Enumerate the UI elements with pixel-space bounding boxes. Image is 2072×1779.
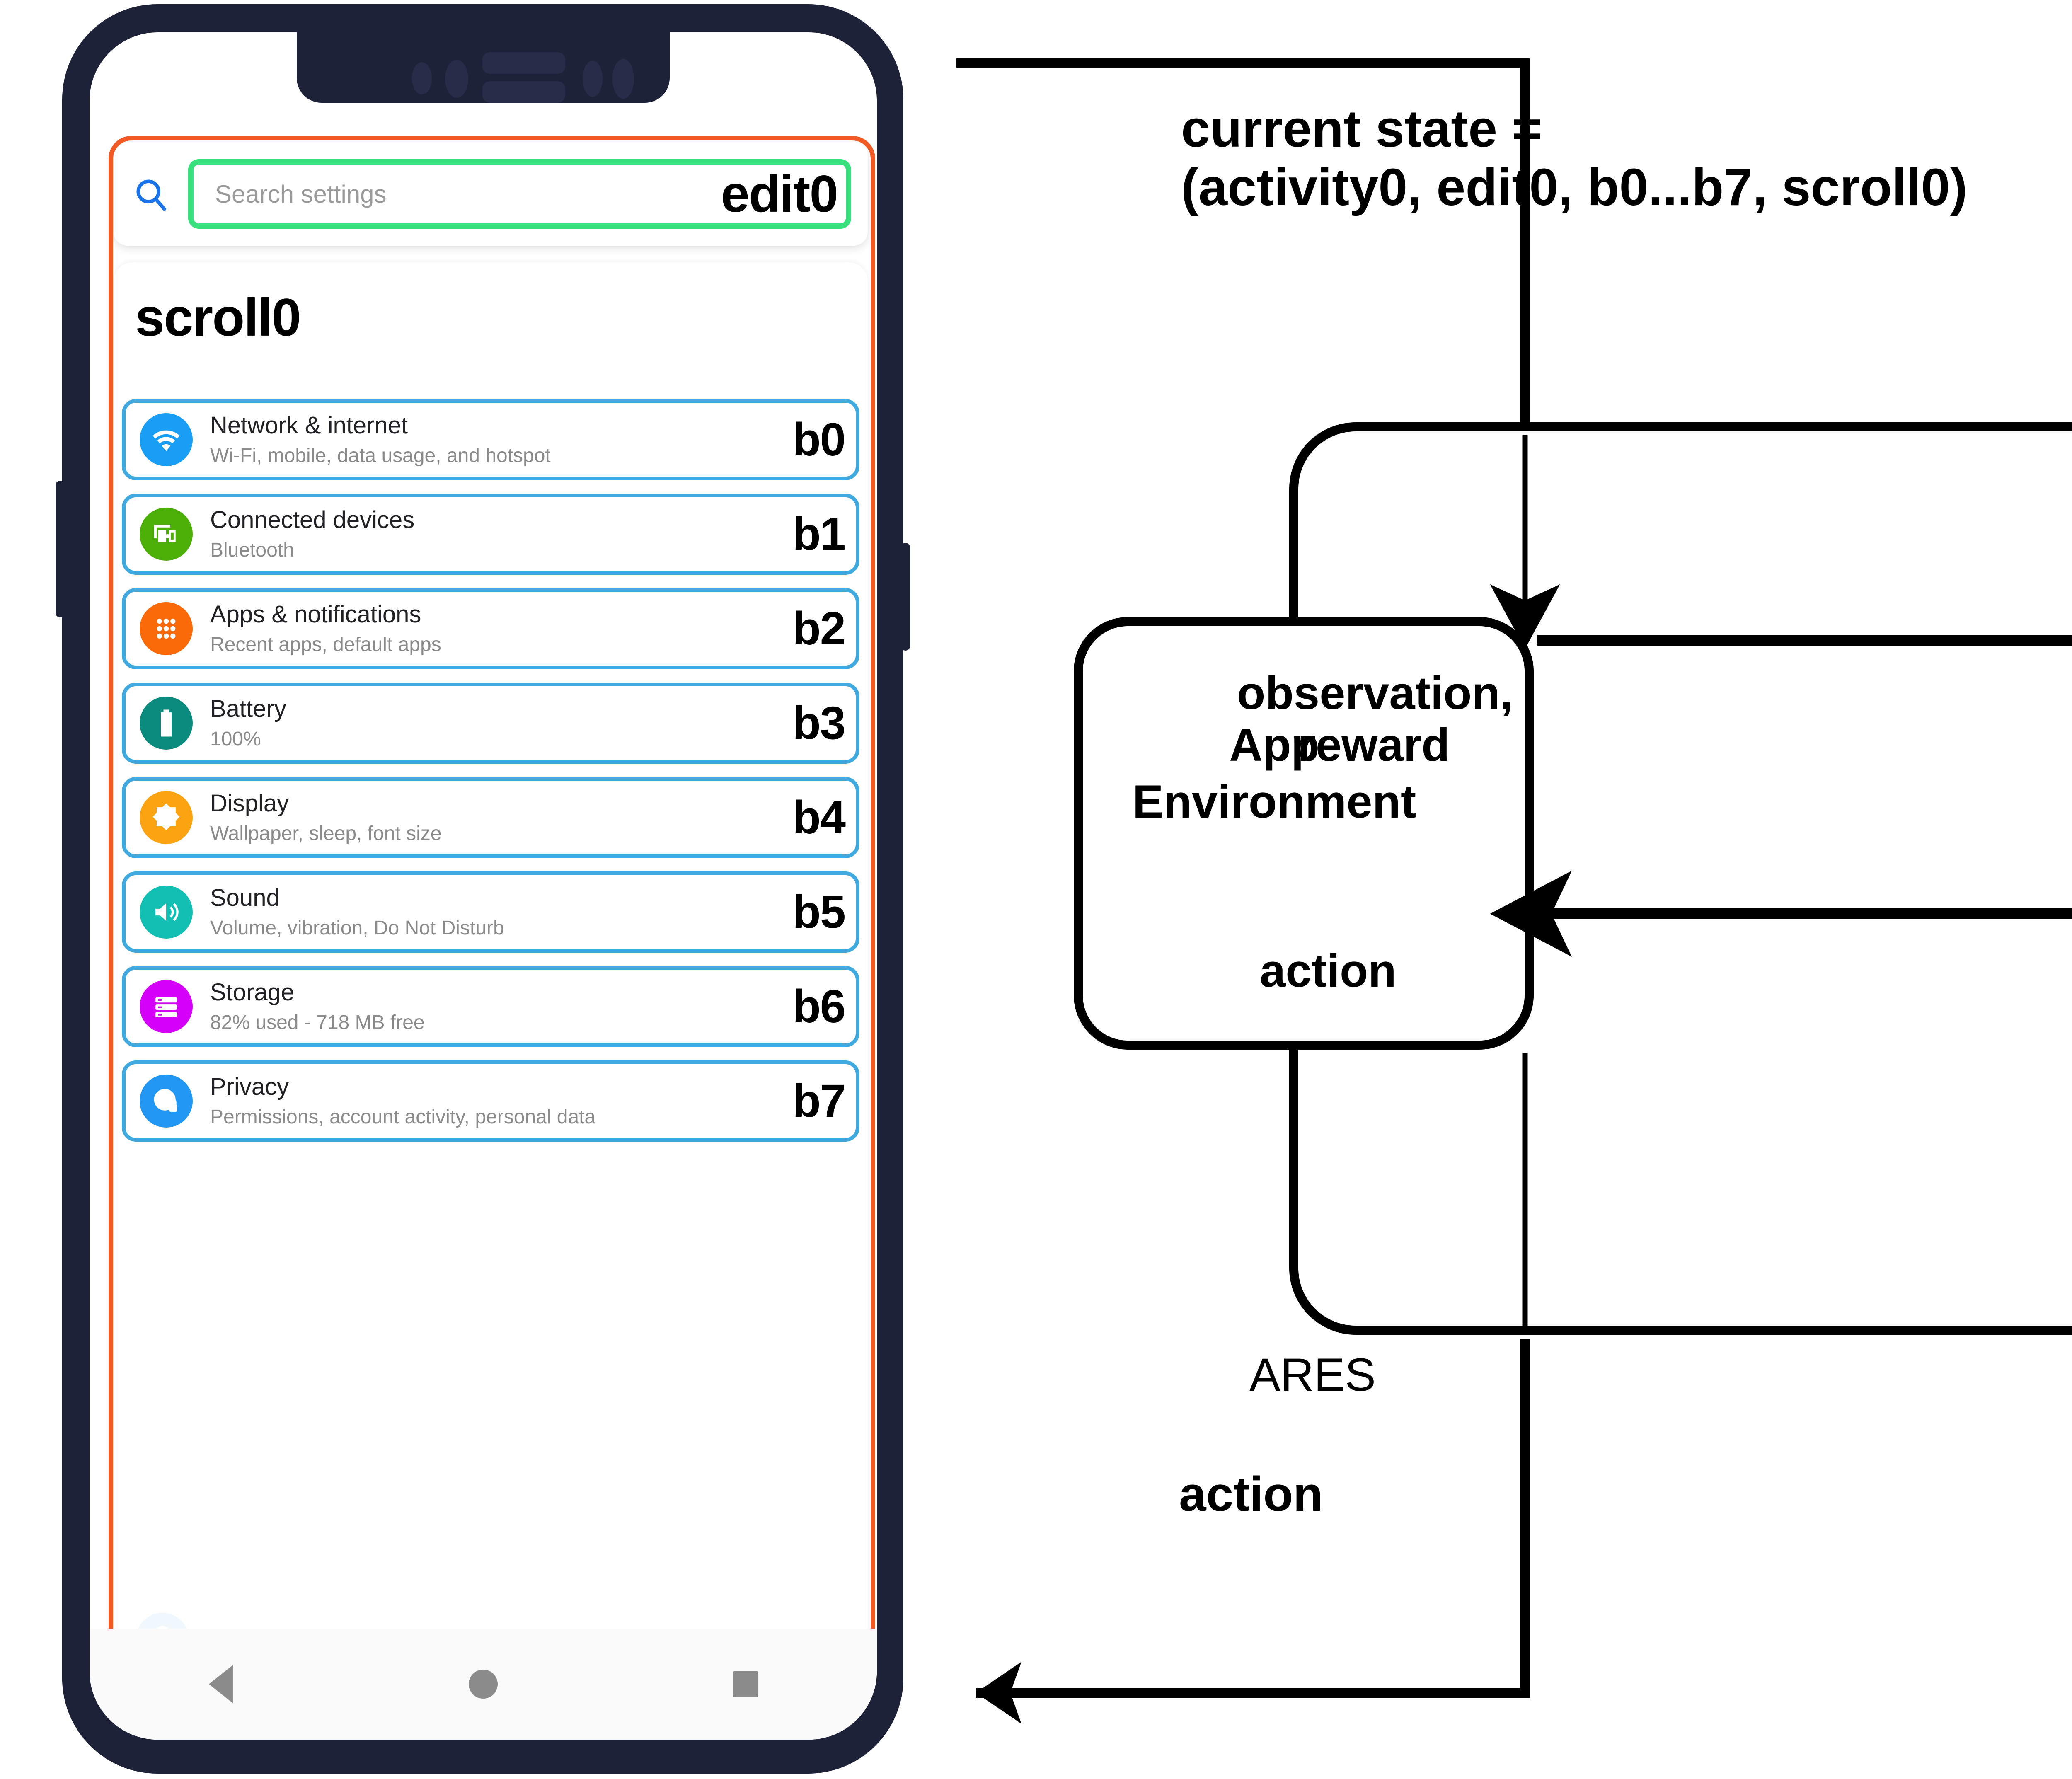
settings-item-title: Apps & notifications xyxy=(210,600,421,628)
battery-icon xyxy=(140,697,193,750)
volume-icon xyxy=(140,886,193,939)
settings-item-network-internet[interactable]: Network & internet Wi-Fi, mobile, data u… xyxy=(122,399,859,480)
settings-item-privacy[interactable]: Privacy Permissions, account activity, p… xyxy=(122,1060,859,1142)
settings-item-subtitle: 82% used - 718 MB free xyxy=(210,1011,425,1034)
settings-item-subtitle: Volume, vibration, Do Not Disturb xyxy=(210,917,504,939)
settings-item-connected-devices[interactable]: Connected devices Bluetooth b1 xyxy=(122,494,859,575)
settings-item-apps-notifications[interactable]: Apps & notifications Recent apps, defaul… xyxy=(122,588,859,669)
settings-item-title: Network & internet xyxy=(210,411,408,439)
b6-tag-label: b6 xyxy=(792,980,846,1032)
edit0-highlight-box: edit0 xyxy=(188,159,851,229)
storage-icon xyxy=(140,980,193,1033)
android-nav-bar xyxy=(90,1629,877,1740)
settings-item-display[interactable]: Display Wallpaper, sleep, font size b4 xyxy=(122,777,859,858)
b3-tag-label: b3 xyxy=(792,697,846,749)
search-card: edit0 xyxy=(114,142,868,246)
earpiece-speaker-lower-icon xyxy=(482,81,565,103)
ares-diagram: current state = (activity0, edit0, b0...… xyxy=(916,0,2072,1779)
settings-item-subtitle: Wi-Fi, mobile, data usage, and hotspot xyxy=(210,444,551,467)
proximity-sensor-icon xyxy=(583,61,603,97)
app-environment-label: App Environment xyxy=(1132,719,1416,828)
action-output-path xyxy=(976,1339,1530,1698)
settings-list: Network & internet Wi-Fi, mobile, data u… xyxy=(122,399,859,1155)
current-state-label: current state = (activity0, edit0, b0...… xyxy=(1181,99,1968,217)
settings-item-subtitle: Wallpaper, sleep, font size xyxy=(210,822,442,845)
action-output-label: action xyxy=(1179,1467,1323,1522)
ares-label: ARES xyxy=(1249,1349,1376,1401)
front-camera-icon xyxy=(445,60,468,98)
observation-reward-label: observation, reward xyxy=(1237,667,1513,771)
apps-grid-icon xyxy=(140,602,193,655)
search-icon[interactable] xyxy=(114,175,188,213)
settings-item-subtitle: Recent apps, default apps xyxy=(210,633,441,656)
settings-item-title: Sound xyxy=(210,884,280,911)
settings-list-panel: scroll0 Network & internet Wi-Fi, mobile… xyxy=(114,262,868,1666)
action-output-arrowhead xyxy=(976,1662,1021,1724)
action-label: action xyxy=(1260,945,1397,997)
light-sensor-icon xyxy=(612,59,634,99)
settings-item-storage[interactable]: Storage 82% used - 718 MB free b6 xyxy=(122,966,859,1047)
settings-item-title: Display xyxy=(210,789,289,817)
b4-tag-label: b4 xyxy=(792,791,846,843)
b1-tag-label: b1 xyxy=(792,508,846,560)
phone-volume-button[interactable] xyxy=(56,481,65,617)
sensor-icon xyxy=(412,62,432,94)
settings-screen: edit0 scroll0 Network & internet Wi-Fi, … xyxy=(90,103,877,1740)
settings-item-title: Storage xyxy=(210,978,295,1006)
settings-item-title: Privacy xyxy=(210,1073,289,1100)
b2-tag-label: b2 xyxy=(792,603,846,654)
state-path xyxy=(956,58,1530,427)
phone-notch xyxy=(297,32,670,103)
privacy-eye-icon xyxy=(140,1075,193,1128)
wifi-icon xyxy=(140,413,193,466)
search-input[interactable] xyxy=(194,179,721,209)
settings-item-title: Battery xyxy=(210,695,286,722)
diagram-lines xyxy=(956,58,2072,1724)
connected-devices-icon xyxy=(140,508,193,561)
b5-tag-label: b5 xyxy=(792,886,846,938)
app-environment-box xyxy=(1074,617,1534,1050)
b0-tag-label: b0 xyxy=(792,414,846,465)
phone-mockup: edit0 scroll0 Network & internet Wi-Fi, … xyxy=(50,0,916,1779)
settings-item-subtitle: 100% xyxy=(210,728,261,750)
home-circle-icon[interactable] xyxy=(442,1659,525,1709)
back-triangle-icon[interactable] xyxy=(179,1659,262,1709)
recents-square-icon[interactable] xyxy=(704,1659,787,1709)
settings-item-subtitle: Permissions, account activity, personal … xyxy=(210,1106,596,1128)
scroll0-tag-label: scroll0 xyxy=(135,288,301,347)
phone-screen: edit0 scroll0 Network & internet Wi-Fi, … xyxy=(90,32,877,1740)
settings-item-subtitle: Bluetooth xyxy=(210,539,294,561)
settings-item-battery[interactable]: Battery 100% b3 xyxy=(122,683,859,764)
earpiece-speaker-icon xyxy=(482,52,565,74)
brightness-icon xyxy=(140,791,193,844)
settings-item-sound[interactable]: Sound Volume, vibration, Do Not Disturb … xyxy=(122,871,859,953)
b7-tag-label: b7 xyxy=(792,1075,846,1127)
settings-item-title: Connected devices xyxy=(210,506,415,533)
phone-power-button[interactable] xyxy=(901,543,910,651)
edit0-tag-label: edit0 xyxy=(721,165,838,223)
